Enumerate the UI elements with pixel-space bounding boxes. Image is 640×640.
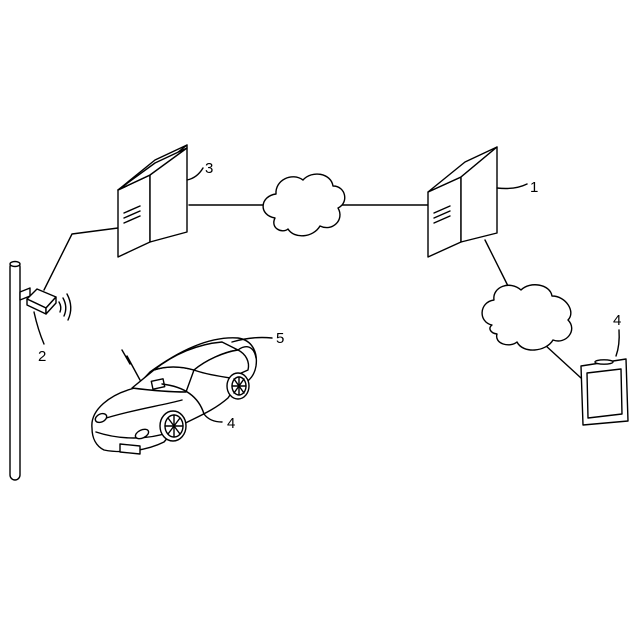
leader-1: [497, 184, 527, 189]
signal-wave-3: [67, 294, 71, 320]
link-server3-camera: [44, 228, 118, 290]
terminal-tablet-4: 4: [581, 312, 628, 425]
label-4-tablet: 4: [613, 312, 621, 329]
link-server1-cloud2: [485, 240, 510, 290]
car-rear-wheel: [227, 373, 249, 399]
label-2: 2: [38, 348, 46, 365]
label-3: 3: [205, 160, 213, 177]
label-1: 1: [530, 179, 538, 196]
roadside-camera-2: 2: [10, 262, 71, 481]
tablet-speaker: [595, 360, 613, 364]
label-5: 5: [276, 330, 284, 347]
tablet-screen: [587, 369, 622, 418]
label-4-vehicle: 4: [227, 415, 235, 432]
leader-4-tablet: [616, 330, 619, 356]
leader-3: [187, 168, 203, 180]
management-server-1: 1: [428, 147, 538, 257]
pole: [10, 262, 20, 480]
leader-2: [34, 312, 44, 344]
wireless-signal-icon: [122, 350, 140, 380]
network-cloud-2: [482, 285, 572, 350]
network-cloud-1: [263, 174, 345, 236]
car-front-wheel: [160, 411, 186, 441]
pole-top: [10, 262, 20, 267]
car-license-plate: [120, 444, 140, 454]
link-cloud2-tablet: [545, 345, 581, 378]
relay-server-3: 3: [118, 145, 213, 257]
vehicle-5: 5 4: [92, 330, 284, 454]
signal-wave-1: [59, 302, 61, 312]
signal-wave-2: [63, 298, 66, 316]
